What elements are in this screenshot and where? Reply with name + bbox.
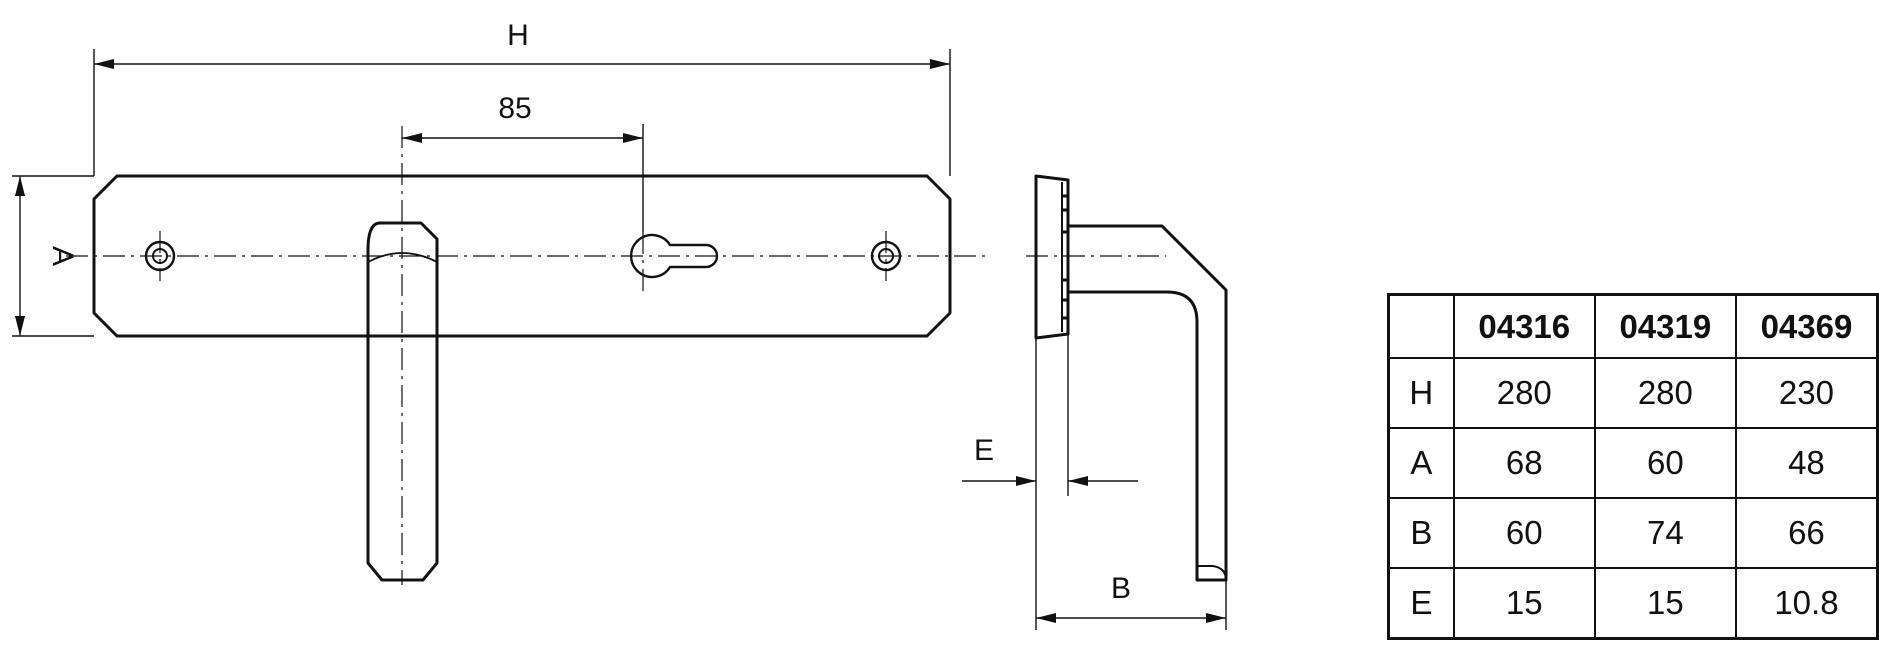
column-header-04319: 04319 [1593,293,1737,359]
table-cell: 230 [1734,357,1879,429]
lever-handle-front [366,221,439,582]
dimension-table: 04316 04319 04369 H 280 280 230 A 68 60 … [1387,293,1879,640]
table-row: H 280 280 230 [1387,357,1879,429]
dimension-e-label: E [974,434,994,467]
column-header-04316: 04316 [1452,293,1596,359]
table-cell: 60 [1593,427,1737,499]
side-plate-outline [1034,174,1070,340]
lever-handle-side [1068,224,1228,582]
right-screw-icon [870,231,902,281]
row-label: E [1387,567,1455,640]
dimension-a-label: A [46,246,79,266]
dimension-h-label: H [507,19,529,52]
dimension-b-label: B [1111,572,1131,605]
table-cell: 60 [1452,497,1596,569]
table-cell: 10.8 [1734,567,1879,640]
table-header-row: 04316 04319 04369 [1387,293,1879,359]
table-cell: 15 [1593,567,1737,640]
left-screw-icon [144,231,176,281]
table-row: E 15 15 10.8 [1387,567,1879,640]
table-cell: 48 [1734,427,1879,499]
table-cell: 280 [1452,357,1596,429]
front-view: H 85 A [12,19,990,585]
dimension-85-label: 85 [498,92,531,125]
row-label: H [1387,357,1455,429]
table-cell: 15 [1452,567,1596,640]
table-cell: 74 [1593,497,1737,569]
column-header-04369: 04369 [1734,293,1879,359]
plate-notches [1062,194,1068,320]
table-row: B 60 74 66 [1387,497,1879,569]
row-label: A [1387,427,1455,499]
table-corner-cell [1387,293,1455,359]
backplate-outline [92,174,952,338]
side-view: E B [962,174,1228,630]
table-cell: 66 [1734,497,1879,569]
row-label: B [1387,497,1455,569]
table-row: A 68 60 48 [1387,427,1879,499]
keyhole-icon [629,233,719,279]
table-cell: 280 [1593,357,1737,429]
table-cell: 68 [1452,427,1596,499]
